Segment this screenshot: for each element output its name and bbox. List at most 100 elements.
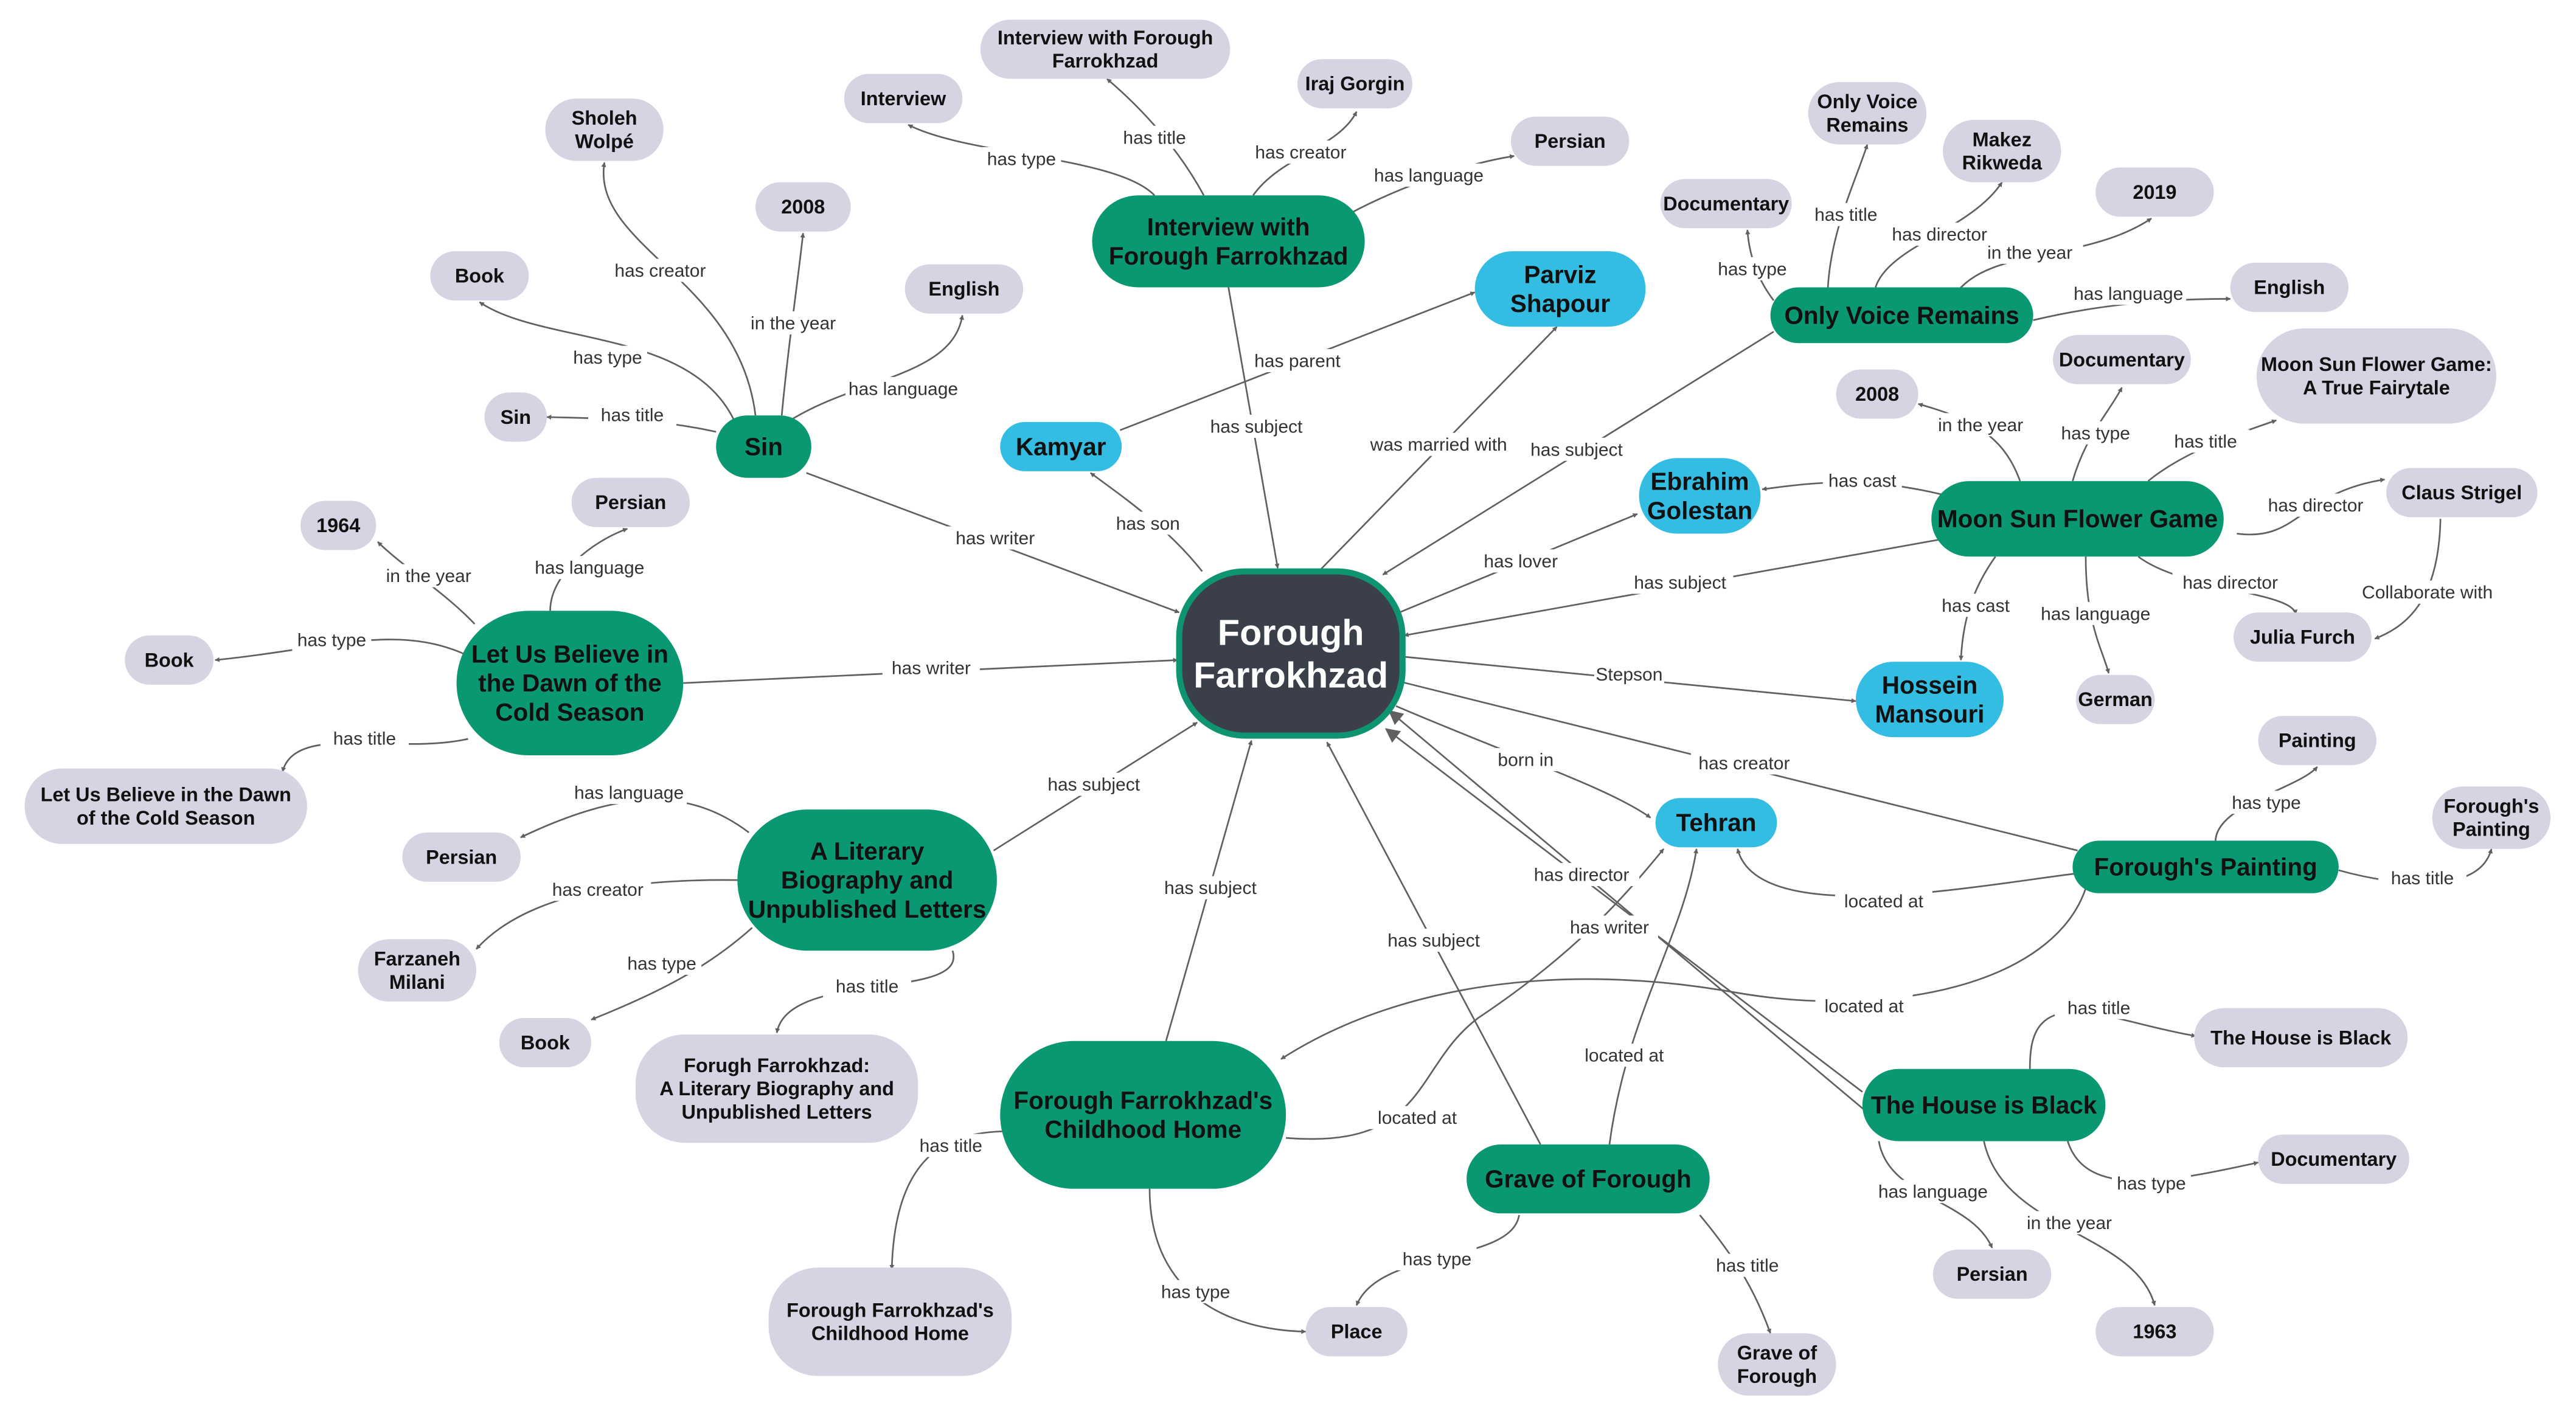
node-book-2[interactable]: Book (125, 635, 214, 685)
edge-label: has title (333, 729, 396, 749)
edge-label-background (1875, 1180, 1991, 1204)
edge-label-background (1690, 751, 1797, 775)
node-doc-1[interactable]: Documentary (1660, 179, 1792, 229)
edge-sin-has-creator-sholeh (601, 162, 757, 416)
node-y2008-2[interactable]: 2008 (1836, 369, 1918, 419)
edge-label-background (740, 311, 847, 334)
node-painting[interactable]: Forough's Painting (2072, 840, 2339, 893)
node-book-1[interactable]: Book (430, 251, 529, 301)
node-english-2[interactable]: English (2230, 263, 2349, 312)
entity-node-shape (1770, 287, 2033, 344)
node-german[interactable]: German (2075, 674, 2155, 724)
node-tehran[interactable]: Tehran (1655, 798, 1777, 848)
edge-line (1388, 710, 1873, 1118)
node-label-line: Tehran (1676, 809, 1756, 837)
edge-label-background (1369, 1106, 1467, 1129)
node-julia[interactable]: Julia Furch (2234, 612, 2372, 662)
person-node-shape (1856, 662, 2004, 738)
node-english-1[interactable]: English (904, 264, 1024, 314)
node-house-title[interactable]: The House is Black (2194, 1008, 2408, 1067)
node-label: Persian (1535, 130, 1606, 152)
literal-node-shape (1932, 1249, 2052, 1299)
node-label-line: Mansouri (1875, 700, 1984, 728)
node-persian-3[interactable]: Persian (402, 832, 521, 882)
node-y1964[interactable]: 1964 (300, 500, 377, 550)
node-msfg[interactable]: Moon Sun Flower Game (1931, 481, 2224, 557)
node-book-3[interactable]: Book (499, 1018, 591, 1067)
edge-home-located-at-tehran (1285, 848, 1665, 1140)
literal-node-shape (499, 1018, 591, 1067)
edge-label-background (320, 727, 409, 750)
center-node-shape (1176, 568, 1406, 739)
node-doc-3[interactable]: Documentary (2258, 1134, 2409, 1184)
node-interview-type[interactable]: Interview (844, 74, 963, 123)
node-label-line: Moon Sun Flower Game: (2261, 353, 2492, 375)
literal-node-shape (1718, 1333, 1836, 1396)
edge-line (1736, 848, 2076, 897)
node-place[interactable]: Place (1305, 1307, 1408, 1357)
node-house[interactable]: The House is Black (1862, 1068, 2106, 1141)
node-persian-1[interactable]: Persian (1511, 116, 1630, 166)
node-grave[interactable]: Grave of Forough (1467, 1144, 1710, 1214)
edge-label: has title (836, 977, 898, 997)
edge-label-background (2016, 1211, 2123, 1235)
edge-label: has title (1123, 128, 1186, 148)
node-label-line: Iraj Gorgin (1305, 73, 1405, 95)
node-painting-type[interactable]: Painting (2258, 716, 2376, 766)
node-ovr[interactable]: Only Voice Remains (1770, 287, 2033, 344)
literal-node-shape (545, 99, 664, 161)
node-persian-2[interactable]: Persian (571, 477, 690, 527)
node-label: English (2254, 277, 2325, 299)
edge-sin-has-type-book-1 (479, 301, 735, 421)
literal-node-shape (1297, 59, 1412, 109)
edge-label: has creator (1698, 753, 1790, 774)
edge-label-group: has subject (1203, 415, 1310, 438)
edge-label-group: has language (845, 376, 961, 400)
node-label-line: Forough's (2443, 795, 2539, 817)
node-kamyar[interactable]: Kamyar (1000, 421, 1122, 471)
node-label: Persian (595, 491, 666, 513)
edge-label: has type (2232, 793, 2300, 813)
edge-label: located at (1844, 892, 1924, 912)
literal-node-shape (1511, 116, 1630, 166)
node-label: Iraj Gorgin (1305, 73, 1405, 95)
entity-node-shape (1467, 1144, 1710, 1214)
node-y2019[interactable]: 2019 (2095, 167, 2214, 217)
node-label-line: 2008 (1855, 383, 1899, 405)
node-persian-4[interactable]: Persian (1932, 1249, 2052, 1299)
literal-node-shape (24, 768, 307, 844)
node-sin[interactable]: Sin (716, 415, 811, 478)
node-litbio-title[interactable]: Forugh Farrokhzad:A Literary Biography a… (635, 1034, 918, 1143)
edge-label-group: has language (2071, 282, 2187, 305)
literal-node-shape (2256, 328, 2496, 424)
edge-label-background (2378, 866, 2467, 890)
node-y1963[interactable]: 1963 (2095, 1307, 2214, 1357)
node-claus[interactable]: Claus Strigel (2386, 468, 2538, 518)
node-label: Book (145, 649, 195, 671)
node-msfg-title[interactable]: Moon Sun Flower Game:A True Fairytale (2256, 328, 2496, 424)
node-sin-title[interactable]: Sin (484, 392, 547, 442)
node-doc-2[interactable]: Documentary (2053, 334, 2191, 384)
edge-label: has parent (1254, 352, 1341, 372)
node-y2008-1[interactable]: 2008 (755, 182, 851, 232)
entity-node-shape (737, 809, 997, 951)
node-iraj[interactable]: Iraj Gorgin (1297, 59, 1412, 109)
